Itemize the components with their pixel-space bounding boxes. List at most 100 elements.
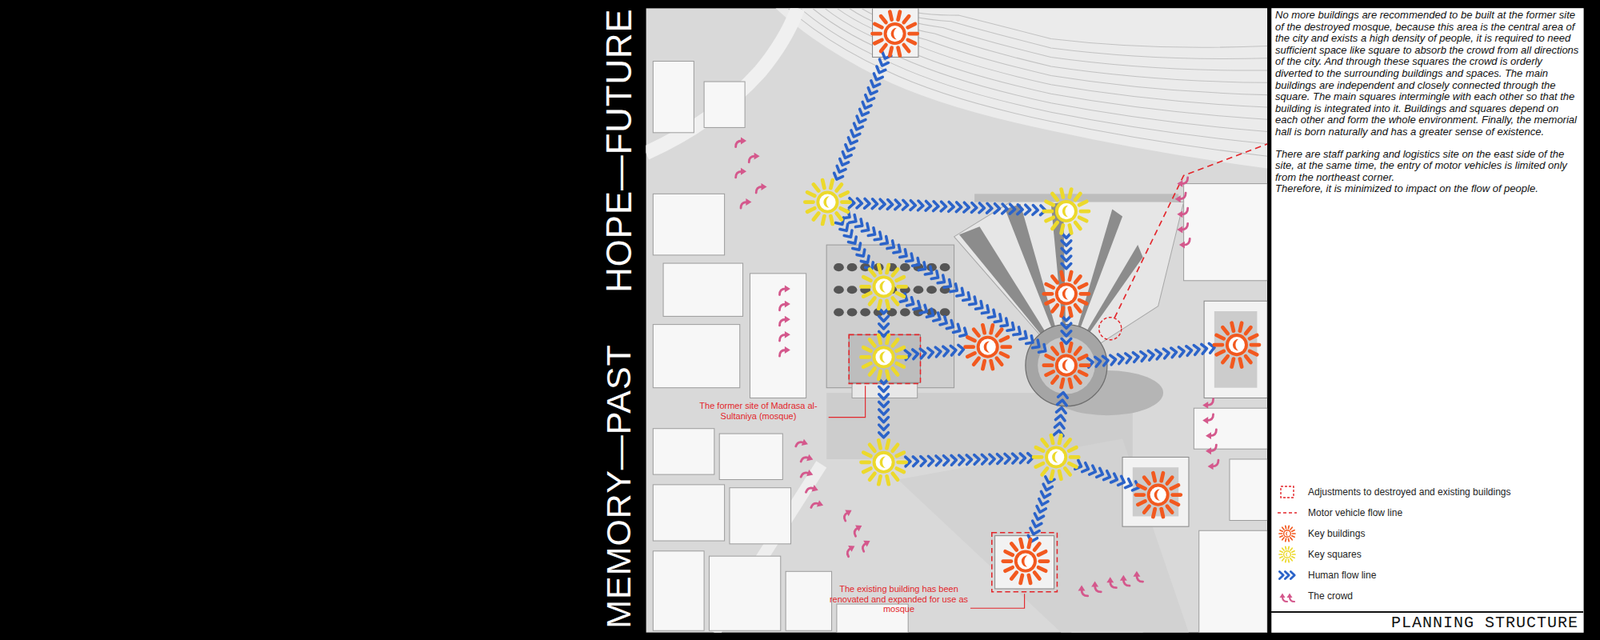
flow-chevron [1171,347,1177,357]
human-flow-line [843,210,1048,356]
flow-chevron [1024,204,1031,215]
city-block [652,428,715,475]
flow-chevron [981,454,987,464]
sun-ray [869,473,875,480]
sun-hole [819,193,836,210]
crowd-arrow [840,507,856,521]
sun-core [884,22,907,45]
flow-chevron [852,243,864,253]
flow-chevron [879,401,889,407]
sun-ray [869,268,875,276]
flow-chevron [1002,204,1008,214]
sun-ray [1172,492,1181,497]
crowd-arrow-head [1175,195,1181,203]
human-flow-line [1061,316,1072,344]
flow-chevron [849,215,860,226]
key-building [1044,343,1089,388]
flow-chevron [1117,353,1124,364]
sun-ray [1245,356,1251,363]
flow-chevron [956,202,962,212]
sun-core [872,451,896,474]
crowd-arrow-head [1120,575,1128,581]
sun-ray [1028,575,1031,584]
sun-ray [1075,193,1080,200]
sun-ray [1040,559,1048,564]
sun-ray [887,300,889,309]
sun-ray [1282,548,1284,551]
sun-ray [1036,463,1044,467]
human-flow-line [832,52,892,181]
sun-crescent [1232,339,1239,352]
sun-ray [1075,276,1080,283]
sun-core [872,275,896,298]
flow-chevron [925,200,932,211]
crowd-arrow [779,331,790,341]
flow-chevron [912,456,918,467]
city-block [652,61,694,133]
sun-ray [887,335,889,344]
sun-ray [1075,304,1080,312]
sun-ray [863,276,871,280]
sun-ray [1044,363,1052,368]
flow-chevron [912,258,923,269]
crowd-arrow [748,152,760,163]
flow-chevron [1035,506,1046,514]
flow-chevron [963,292,973,304]
sun-ray [1240,323,1242,332]
flow-chevron [940,201,947,212]
sun-ray [1280,556,1283,559]
building [995,536,1055,589]
human-flow-line [879,379,889,438]
flow-chevron [879,432,889,438]
crowd-arrow-head [1176,226,1183,234]
sun-ray [1042,439,1048,446]
sun-crescent [1062,288,1068,300]
flow-chevron [893,244,904,256]
crowd-arrow-head [754,152,760,160]
flow-chevron [1012,453,1018,464]
sun-ray [1282,527,1284,530]
legend-row: Human flow line [1276,564,1580,586]
key-building-sample [1279,525,1296,541]
sun-ray [1061,343,1064,352]
title-holder: PLANNING STRUCTURE [1391,615,1579,632]
flow-chevron [852,123,863,132]
sun-ray [1069,189,1072,198]
flow-chevron [1178,346,1184,356]
sun-ray [813,213,819,220]
sun-core [1283,529,1292,538]
city-block [663,263,743,316]
sun-ray [1214,343,1223,348]
flow-chevron [856,198,863,208]
crowd-arrow-head [784,285,791,293]
sun-ray [1284,525,1288,529]
human-flow-line [879,308,889,337]
leader-line [828,385,866,418]
sun-crescent [1285,552,1288,556]
crowd-arrow [1106,576,1116,588]
sun-ray [1061,308,1064,316]
site-map [645,8,1268,633]
flow-chevron [879,324,889,329]
sun-ray [887,264,889,273]
sun-core [872,345,896,368]
crowd-arrow-head [784,331,791,339]
flow-chevron [1148,350,1154,360]
memorial-fan [954,196,1184,366]
sun-ray [1080,363,1089,368]
sun-ray [1136,492,1144,497]
sun-ray [869,444,875,452]
flow-chevron [866,88,877,96]
sun-ray [1222,356,1228,363]
sun-ray [1005,567,1013,571]
sun-hole [1284,530,1290,536]
sun-ray [1046,300,1054,304]
flow-chevron [912,348,919,359]
legend: Adjustments to destroyed and existing bu… [1276,481,1580,607]
sun-ray [804,200,813,204]
sun-ray [1292,551,1295,553]
human-flow-line [836,217,876,272]
sun-ray [1292,553,1296,556]
sun-crescent [1062,359,1068,372]
flow-chevron [979,203,985,213]
